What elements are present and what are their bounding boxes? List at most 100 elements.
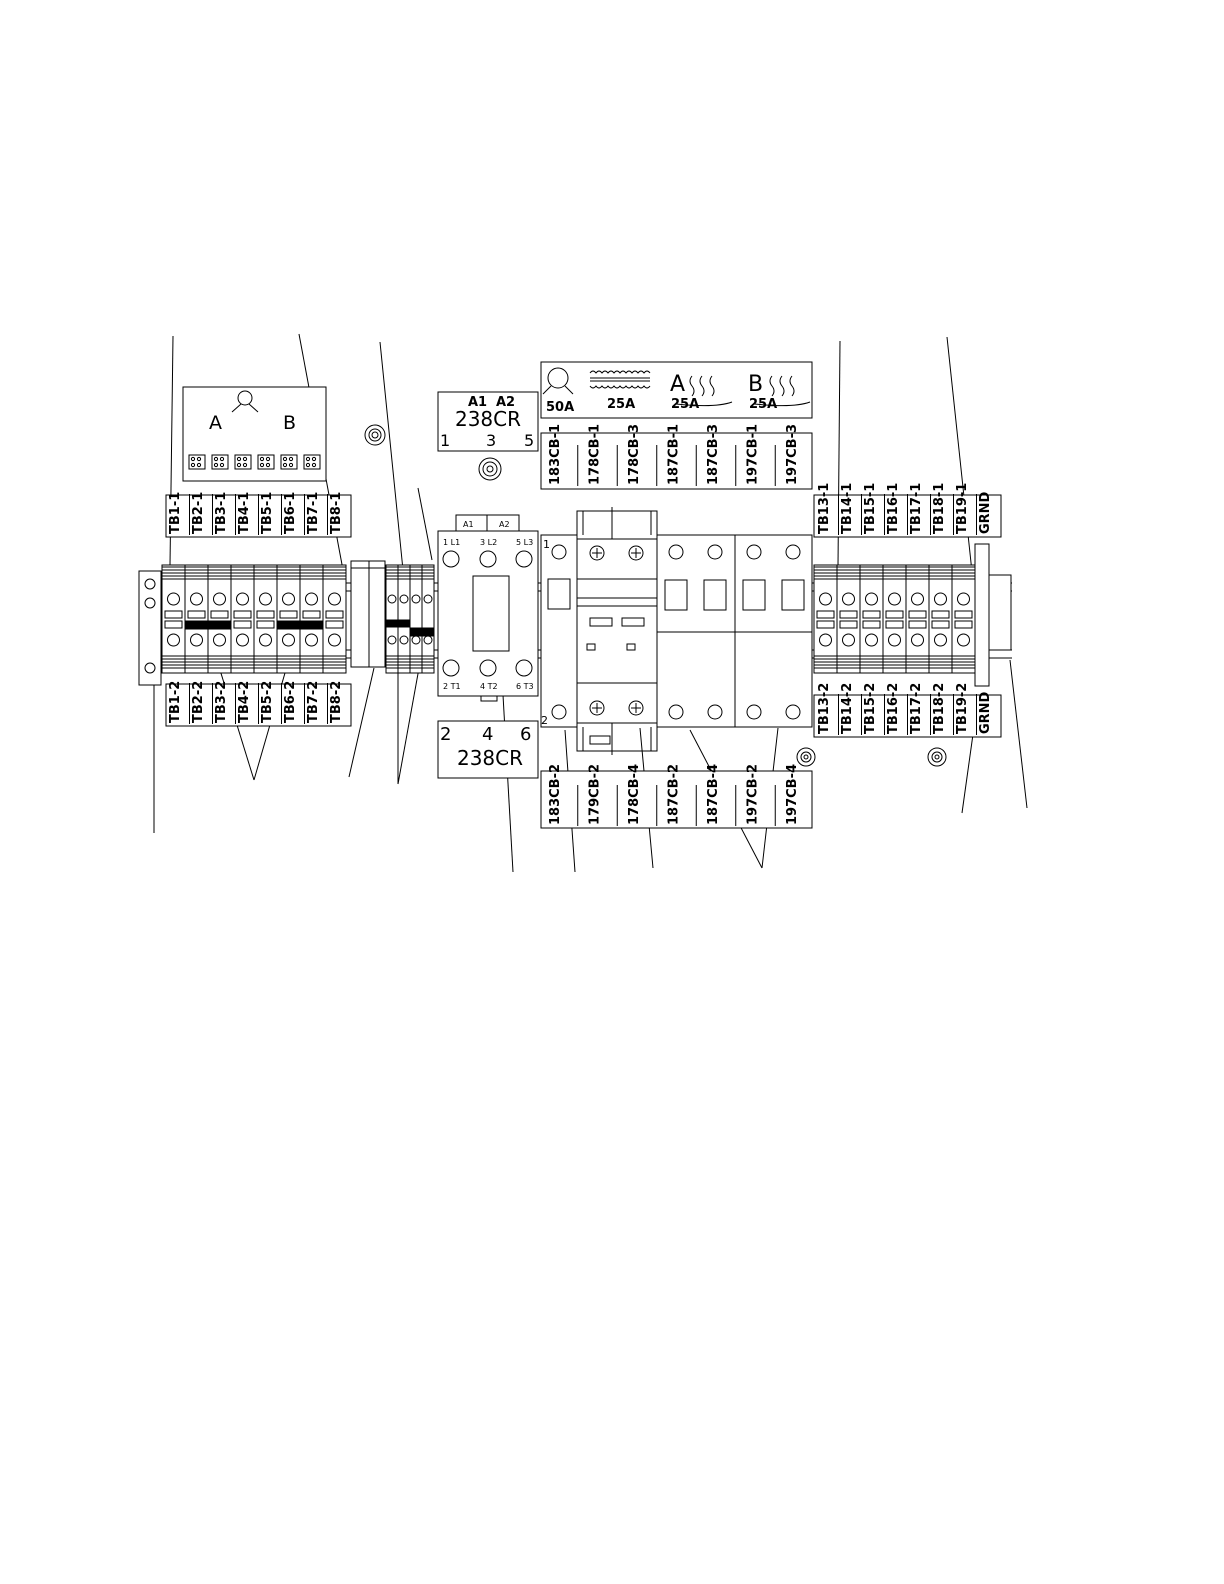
breaker-top-label-5: 197CB-1	[746, 424, 761, 485]
main-breaker-loop-icon	[542, 367, 574, 395]
breaker-top-label-2: 178CB-3	[627, 424, 642, 485]
rating-25a-heater-a: 25A	[671, 397, 699, 412]
relay-pin-5: 5	[524, 431, 534, 450]
heater-socket-3	[257, 454, 275, 470]
heater-sockets	[188, 454, 321, 470]
left-top-label-2: TB3-1	[214, 492, 229, 534]
heater-socket-5	[303, 454, 321, 470]
heater-socket-4	[280, 454, 298, 470]
breaker-term-mark-2: 2	[541, 714, 548, 727]
relay-pin-2: 2	[440, 724, 451, 745]
breaker-top-label-3: 187CB-1	[667, 424, 682, 485]
terminal-block-5	[276, 564, 301, 674]
rating-50a: 50A	[546, 400, 574, 415]
right-bottom-label-5: TB18-2	[932, 683, 947, 734]
terminal-block-7	[322, 564, 347, 674]
terminal-block-3	[230, 564, 255, 674]
relay-pin-4: 4	[482, 724, 493, 745]
contactor-term-t2: 4 T2	[480, 682, 498, 691]
left-top-label-0: TB1-1	[168, 492, 183, 534]
breaker-heater-b-letter: B	[748, 372, 763, 397]
terminal-block-2	[207, 564, 232, 674]
breaker-197cb	[734, 534, 813, 728]
right-top-label-2: TB15-1	[863, 483, 878, 534]
relay-name-top: 238CR	[455, 407, 521, 431]
breaker-top-label-0: 183CB-1	[548, 424, 563, 485]
breaker-top-label-4: 187CB-3	[706, 424, 721, 485]
small-terminal-blocks	[385, 564, 435, 674]
breaker-bottom-label-strip: 183CB-2 179CB-2 178CB-4 187CB-2 187CB-4 197CB…	[540, 764, 813, 829]
right-terminal-blocks	[813, 564, 976, 674]
left-end-clamp	[138, 570, 162, 686]
left-heater-panel: A B	[182, 386, 327, 482]
left-top-label-7: TB8-1	[329, 492, 344, 534]
relay-pin-6: 6	[520, 724, 531, 745]
breaker-bottom-label-6: 197CB-4	[785, 764, 800, 825]
breaker-heater-a-letter: A	[670, 372, 685, 397]
heat-waves-b-icon	[753, 375, 811, 407]
right-top-label-7: GRND	[978, 491, 993, 534]
terminal-block-4	[253, 564, 278, 674]
left-top-label-4: TB5-1	[260, 492, 275, 534]
terminal-block-6	[951, 564, 976, 674]
right-top-label-4: TB17-1	[909, 483, 924, 534]
terminal-block-0	[813, 564, 838, 674]
contactor-term-l2: 3 L2	[480, 538, 497, 547]
heater-loop-icon	[231, 390, 259, 413]
terminal-block-3	[882, 564, 907, 674]
relay-pin-3: 3	[486, 431, 496, 450]
right-bottom-label-6: TB19-2	[955, 683, 970, 734]
right-bottom-label-2: TB15-2	[863, 683, 878, 734]
small-terminal-3	[421, 564, 435, 674]
relay-a2: A2	[496, 395, 515, 410]
right-top-label-6: TB19-1	[955, 483, 970, 534]
contactor-coil-a2: A2	[499, 520, 510, 529]
breaker-bottom-label-1: 179CB-2	[588, 764, 603, 825]
relay-name-bottom: 238CR	[457, 746, 523, 770]
contactor-term-l3: 5 L3	[516, 538, 533, 547]
breaker-bottom-label-2: 178CB-4	[627, 764, 642, 825]
rating-25a-heater-b: 25A	[749, 397, 777, 412]
breaker-183cb: 1 2	[540, 534, 578, 728]
transformer-coil-icon	[589, 370, 651, 389]
breaker-178cb	[576, 507, 658, 755]
right-bottom-label-4: TB17-2	[909, 683, 924, 734]
right-top-label-5: TB18-1	[932, 483, 947, 534]
heater-a-label: A	[209, 412, 222, 434]
left-bottom-label-2: TB3-2	[214, 681, 229, 723]
right-top-label-3: TB16-1	[886, 483, 901, 534]
right-bottom-label-7: GRND	[978, 691, 993, 734]
breaker-bottom-label-0: 183CB-2	[548, 764, 563, 825]
terminal-block-1	[836, 564, 861, 674]
contactor-term-t1: 2 T1	[443, 682, 461, 691]
heater-socket-0	[188, 454, 206, 470]
terminal-block-6	[299, 564, 324, 674]
breaker-bottom-label-5: 197CB-2	[746, 764, 761, 825]
terminal-block-0	[161, 564, 186, 674]
contactor-term-t3: 6 T3	[516, 682, 534, 691]
contactor-238cr: A1 A2 1 L1 3 L2 5 L3 2 T1 4 T2 6 T3	[437, 514, 539, 702]
left-top-label-5: TB6-1	[283, 492, 298, 534]
left-bottom-label-6: TB7-2	[306, 681, 321, 723]
right-top-label-0: TB13-1	[817, 483, 832, 534]
circuit-breakers: 1 2	[540, 507, 813, 755]
relay-pin-1: 1	[440, 431, 450, 450]
left-bottom-label-3: TB4-2	[237, 681, 252, 723]
right-bottom-label-1: TB14-2	[840, 683, 855, 734]
terminal-block-2	[859, 564, 884, 674]
breaker-bottom-label-4: 187CB-4	[706, 764, 721, 825]
small-terminal-2	[409, 564, 423, 674]
breaker-bottom-label-3: 187CB-2	[667, 764, 682, 825]
rating-25a-transformer: 25A	[607, 397, 635, 412]
heater-socket-2	[234, 454, 252, 470]
left-bottom-label-5: TB6-2	[283, 681, 298, 723]
left-terminal-blocks	[161, 564, 347, 674]
breaker-rating-box: A B 50A 25A 25A 25A	[540, 361, 813, 419]
relay-top-label: A1 A2 238CR 1 3 5	[437, 391, 539, 452]
